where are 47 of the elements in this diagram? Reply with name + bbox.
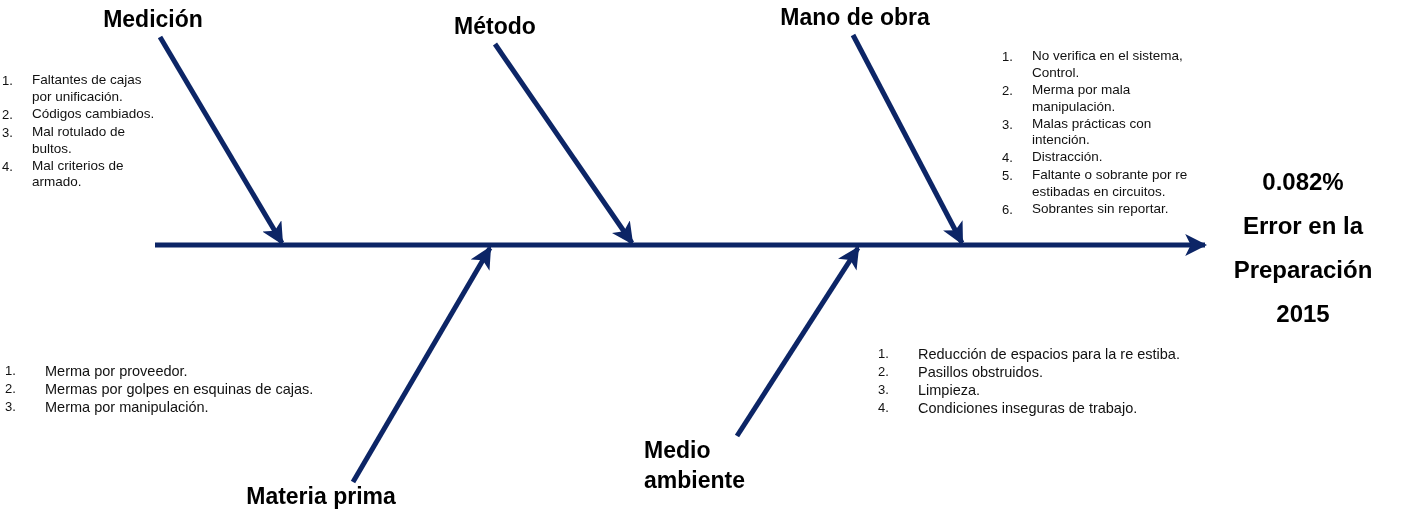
list-number: 1. (1002, 48, 1014, 66)
list-number: 1. (878, 345, 890, 363)
list-number: 4. (2, 157, 14, 176)
cause-text: Pasillos obstruidos. (918, 363, 1044, 382)
cause-text: Códigos cambiados. (32, 105, 156, 123)
arrow (155, 234, 1208, 256)
arrow (850, 33, 965, 245)
category-heading: Materia prima (245, 482, 397, 511)
cause-text: Reducción de espacios para la re estiba. (918, 345, 1181, 364)
list-number: 3. (878, 381, 890, 400)
arrow (157, 35, 285, 245)
cause-text: Condiciones inseguras de trabajo. (918, 399, 1139, 418)
cause-text: Merma por manipulación. (45, 398, 210, 417)
list-number: 2. (5, 380, 17, 399)
cause-text: Distracción. (1032, 149, 1104, 167)
category-heading: Mano de obra (779, 3, 931, 32)
list-number: 4. (878, 399, 890, 418)
list-number: 1. (2, 72, 14, 90)
category-heading: Método (453, 12, 537, 41)
list-number: 6. (1002, 201, 1014, 219)
cause-text: Malas prácticas con intención. (1032, 115, 1153, 150)
list-number: 4. (1002, 149, 1014, 168)
arrow (492, 42, 635, 245)
cause-text: Limpieza. (918, 381, 982, 400)
list-number: 1. (5, 362, 17, 380)
arrow (350, 246, 493, 484)
cause-text: Merma por proveedor. (45, 362, 189, 381)
list-number: 2. (878, 363, 890, 382)
category-heading: Medición (102, 5, 204, 34)
list-number: 5. (1002, 167, 1014, 186)
list-number: 2. (2, 105, 14, 124)
list-number: 3. (5, 398, 17, 417)
list-number: 3. (2, 123, 14, 142)
category-heading: Medio ambiente (644, 436, 746, 495)
cause-text: Mal criterios de armado. (32, 157, 125, 192)
arrow (734, 246, 861, 438)
cause-text: Mal rotulado de bultos. (32, 123, 127, 158)
cause-text: Sobrantes sin reportar. (1032, 201, 1170, 218)
percentage-value: 0.082% (1261, 167, 1345, 197)
cause-text: No verifica en el sistema, Control. (1032, 48, 1184, 82)
list-number: 2. (1002, 81, 1014, 100)
cause-text: Merma por mala manipulación. (1032, 81, 1132, 116)
cause-text: Mermas por golpes en esquinas de cajas. (45, 380, 315, 399)
effect-heading: Error en la Preparación 2015 (1232, 211, 1374, 329)
cause-text: Faltantes de cajas por unificación. (32, 72, 143, 106)
list-number: 3. (1002, 115, 1014, 134)
cause-text: Faltante o sobrante por re estibadas en circuitos. (1032, 167, 1189, 201)
